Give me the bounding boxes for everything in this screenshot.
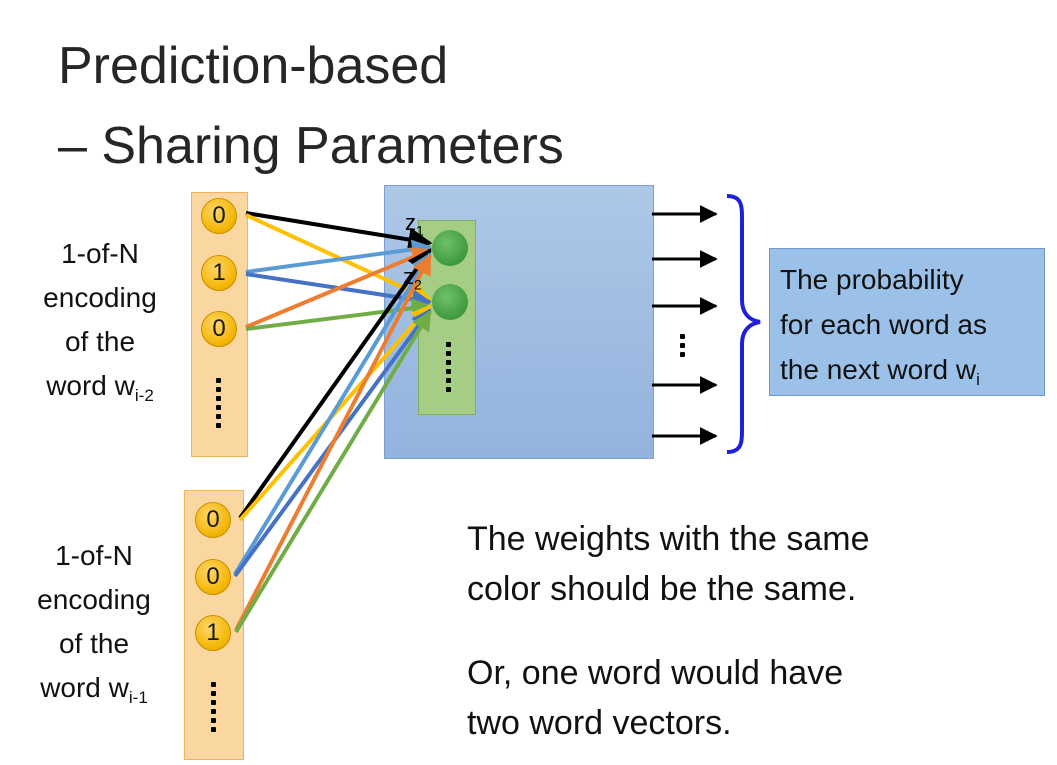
probability-word-sub: i	[976, 370, 980, 389]
input-top-ellipsis-icon	[215, 378, 221, 428]
probability-line-2: for each word as	[780, 309, 987, 340]
input-bottom-label: 1-of-N encoding of the word wi-1	[14, 534, 174, 710]
slide-title-line-1: Prediction-based	[58, 37, 449, 95]
note-line-2: color should be the same.	[467, 570, 857, 608]
input-bottom-ellipsis-icon	[210, 682, 216, 732]
z2-label: z2	[403, 264, 422, 292]
hidden-ellipsis-icon	[445, 342, 451, 392]
z1-label-main: z	[405, 210, 416, 235]
input-top-label-line-2: encoding	[43, 282, 157, 313]
input-top-label-line-1: 1-of-N	[61, 238, 139, 269]
hidden-neuron-z1	[432, 230, 468, 266]
input-top-label: 1-of-N encoding of the word wi-2	[20, 232, 180, 408]
input-bottom-label-line-3: of the	[58, 628, 130, 659]
input-bottom-label-line-2: encoding	[37, 584, 151, 615]
input-top-unit-2: 1	[201, 255, 237, 291]
input-bottom-label-word: word wi-1	[14, 666, 174, 710]
input-top-unit-1: 0	[201, 198, 237, 234]
input-bottom-label-line-1: 1-of-N	[55, 540, 133, 571]
note-line-4: two word vectors.	[467, 704, 732, 742]
input-bottom-word-sub: i-1	[128, 688, 148, 707]
probability-line-1: The probability	[780, 264, 964, 295]
output-brace-icon	[726, 194, 761, 454]
probability-line-3: the next word wi	[780, 347, 1044, 392]
z1-label: z1	[405, 210, 424, 238]
input-top-word-prefix: word w	[46, 370, 135, 401]
note-line-3: Or, one word would have	[467, 654, 844, 692]
z2-label-sub: 2	[414, 276, 422, 293]
probability-box: The probability for each word as the nex…	[769, 248, 1045, 396]
input-bottom-unit-1: 0	[195, 502, 231, 538]
probability-word-prefix: the next word w	[780, 354, 977, 385]
input-bottom-unit-3: 1	[195, 615, 231, 651]
output-ellipsis-icon	[679, 334, 685, 357]
note-line-1: The weights with the same	[467, 520, 870, 558]
slide-title-line-2: – Sharing Parameters	[58, 117, 564, 175]
input-top-label-word: word wi-2	[20, 364, 180, 408]
input-top-unit-3: 0	[201, 311, 237, 347]
hidden-neuron-z2	[432, 284, 468, 320]
input-top-label-line-3: of the	[64, 326, 136, 357]
input-bottom-unit-2: 0	[195, 559, 231, 595]
z1-label-sub: 1	[416, 222, 424, 239]
z2-label-main: z	[403, 264, 414, 289]
input-top-word-sub: i-2	[134, 386, 154, 405]
input-bottom-word-prefix: word w	[40, 672, 129, 703]
